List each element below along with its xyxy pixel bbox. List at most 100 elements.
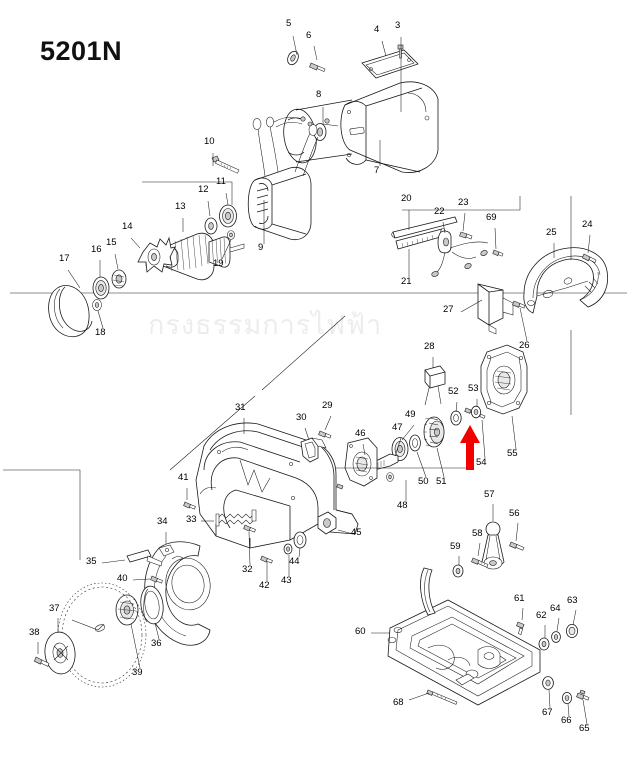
- part-46-bracket: [344, 437, 378, 487]
- watermark-text: กรงธรรมการไฟฟ้า: [148, 310, 383, 340]
- group-switch-handle: [391, 216, 609, 335]
- part-65-bolt: [576, 689, 590, 701]
- part-23-screw: [459, 231, 473, 240]
- part-56-bolt: [509, 541, 525, 551]
- callout-26: 26: [519, 340, 530, 351]
- part-38-bolt: [34, 656, 50, 667]
- callout-48: 48: [397, 500, 408, 511]
- callout-20: 20: [401, 193, 412, 204]
- part-30-lever: [300, 437, 327, 463]
- callout-5: 5: [286, 18, 292, 29]
- part-36-flange: [140, 585, 164, 625]
- callout-60: 60: [355, 626, 366, 637]
- callout-31: 31: [235, 402, 246, 413]
- group-blade-guard: [183, 422, 359, 564]
- callout-46: 46: [355, 428, 366, 439]
- part-14-fan: [137, 236, 176, 273]
- callout-16: 16: [91, 244, 102, 255]
- part-10-bolt: [211, 155, 240, 174]
- callout-34: 34: [157, 516, 168, 527]
- part-17-ring: [48, 285, 93, 338]
- part-6-screw: [309, 62, 326, 72]
- callout-36: 36: [151, 638, 162, 649]
- group-motor-housing: [283, 44, 439, 173]
- callout-7: 7: [374, 165, 380, 176]
- callout-66: 66: [561, 715, 572, 726]
- callout-13: 13: [175, 201, 186, 212]
- part-51-gear: [423, 416, 445, 448]
- callout-40: 40: [117, 573, 128, 584]
- callout-55: 55: [507, 448, 518, 459]
- callout-19: 19: [213, 258, 224, 269]
- group-armature: [48, 204, 245, 338]
- callout-27: 27: [443, 304, 454, 315]
- part-61-bolt: [516, 621, 525, 635]
- callout-33: 33: [186, 514, 197, 525]
- saw-blade: [57, 582, 147, 688]
- callout-49: 49: [405, 409, 416, 420]
- callout-41: 41: [178, 472, 189, 483]
- callout-50: 50: [418, 476, 429, 487]
- callout-59: 59: [450, 541, 461, 552]
- part-35-pin: [126, 549, 163, 567]
- group-field-stator: [211, 116, 330, 241]
- callout-44: 44: [289, 556, 300, 567]
- part-60-base-plate: [387, 567, 541, 706]
- callout-12: 12: [198, 184, 209, 195]
- callout-24: 24: [582, 219, 593, 230]
- callout-52: 52: [448, 386, 459, 397]
- part-57-lever: [481, 521, 505, 570]
- callout-3: 3: [395, 20, 401, 31]
- part-28-carbon-brush: [424, 365, 446, 406]
- callout-32: 32: [242, 564, 253, 575]
- callout-30: 30: [296, 412, 307, 423]
- part-27-brush-holder: [477, 283, 514, 335]
- gear-housing: [480, 344, 528, 415]
- callout-61: 61: [514, 593, 525, 604]
- callout-51: 51: [436, 476, 447, 487]
- part-25-handle-cover: [523, 247, 609, 314]
- red-arrow: [460, 425, 480, 470]
- callout-39: 39: [132, 667, 143, 678]
- callout-64: 64: [550, 603, 561, 614]
- leader-lines: [3, 35, 591, 725]
- page-title: 5201N: [40, 36, 123, 66]
- callout-35: 35: [86, 556, 97, 567]
- callout-45: 45: [351, 527, 362, 538]
- callout-11: 11: [216, 176, 226, 187]
- part-68-bolt: [426, 689, 458, 705]
- part-45-bracket: [317, 511, 337, 535]
- callout-56: 56: [509, 508, 520, 519]
- callout-65: 65: [579, 723, 590, 734]
- part-24-screw: [582, 253, 597, 263]
- group-saw-blade: [34, 541, 211, 688]
- callout-22: 22: [434, 206, 445, 217]
- callout-37: 37: [49, 603, 60, 614]
- callout-63: 63: [567, 595, 578, 606]
- callout-4: 4: [374, 24, 380, 35]
- group-base-plate: [387, 521, 590, 706]
- part-41-screw: [183, 501, 196, 510]
- callout-54: 54: [476, 457, 487, 468]
- callout-57: 57: [484, 489, 495, 500]
- callout-69: 69: [486, 212, 497, 223]
- callout-29: 29: [322, 400, 333, 411]
- part-34-lower-guard: [144, 541, 211, 646]
- part-39-outer-flange: [115, 594, 139, 626]
- callout-15: 15: [106, 237, 117, 248]
- callout-58: 58: [472, 528, 483, 539]
- part-58-bolt: [471, 557, 489, 568]
- callout-8: 8: [316, 89, 322, 100]
- part-29-screw: [318, 430, 332, 439]
- callout-21: 21: [401, 276, 412, 287]
- part-42-screw: [260, 555, 273, 564]
- callout-67: 67: [542, 707, 553, 718]
- callout-10: 10: [204, 136, 215, 147]
- part-33-spring: [215, 509, 257, 527]
- callout-25: 25: [546, 227, 557, 238]
- callout-14: 14: [122, 221, 133, 232]
- callout-23: 23: [458, 197, 469, 208]
- callout-68: 68: [393, 697, 404, 708]
- callout-6: 6: [306, 30, 312, 41]
